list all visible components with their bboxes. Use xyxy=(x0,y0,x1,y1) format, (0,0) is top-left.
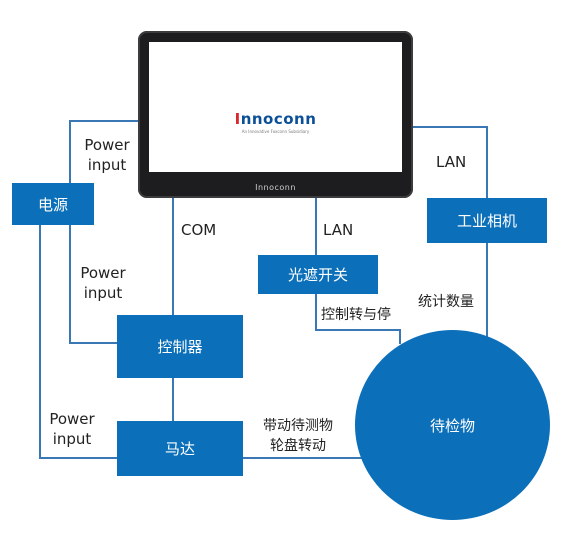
node-power-supply: 电源 xyxy=(12,183,94,225)
wire-switch-object xyxy=(315,294,401,344)
innoconn-logo: Innoconn xyxy=(234,110,317,128)
label-power-input-controller: Power input xyxy=(80,264,126,302)
label-lan-camera: LAN xyxy=(436,153,467,171)
wire-power-controller xyxy=(69,225,117,344)
node-photo-switch: 光遮开关 xyxy=(258,255,378,294)
label-lan-switch: LAN xyxy=(323,221,354,239)
label-com: COM xyxy=(181,221,217,239)
node-industrial-camera: 工业相机 xyxy=(427,198,547,243)
bezel-logo: Innoconn xyxy=(255,183,296,192)
wire-power-motor xyxy=(39,225,117,459)
wire-lan-camera xyxy=(413,126,488,198)
node-motor: 马达 xyxy=(117,421,243,476)
label-drive-turntable: 带动待测物 轮盘转动 xyxy=(263,418,333,454)
label-count-quantity: 统计数量 xyxy=(418,294,474,310)
node-controller: 控制器 xyxy=(117,315,243,378)
wire-monitor-power xyxy=(69,120,138,183)
label-power-input-motor: Power input xyxy=(49,410,95,448)
label-control-rotate-stop: 控制转与停 xyxy=(321,307,391,323)
label-power-input-monitor: Power input xyxy=(84,136,130,174)
logo-tagline: An Innovative Foxconn Subsidiary xyxy=(241,129,310,134)
monitor-screen: Innoconn An Innovative Foxconn Subsidiar… xyxy=(149,42,402,172)
node-test-object: 待检物 xyxy=(355,330,550,520)
monitor-display: Innoconn An Innovative Foxconn Subsidiar… xyxy=(138,31,413,198)
